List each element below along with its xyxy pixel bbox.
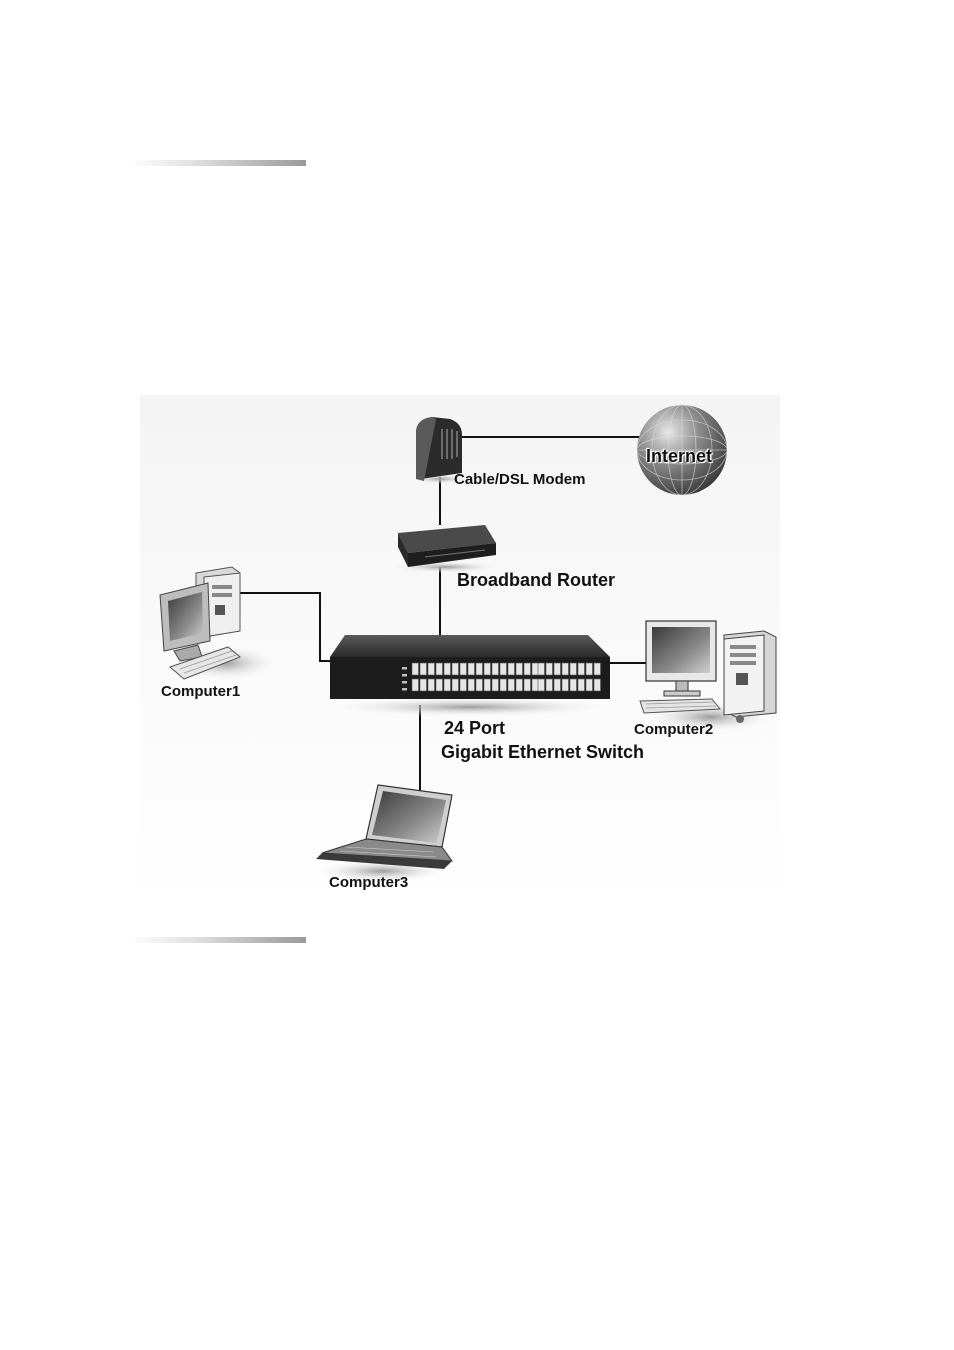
switch-port (586, 679, 593, 691)
switch-port (476, 663, 483, 675)
label-computer1: Computer1 (161, 683, 240, 700)
switch-port (570, 663, 577, 675)
switch-port (578, 679, 585, 691)
switch-port (594, 663, 601, 675)
switch-port (554, 663, 561, 675)
label-switch-line2: Gigabit Ethernet Switch (441, 742, 644, 763)
switch-port (428, 679, 435, 691)
label-switch-line1: 24 Port (444, 718, 505, 739)
switch-port (594, 679, 601, 691)
switch-port (578, 663, 585, 675)
label-modem: Cable/DSL Modem (454, 471, 585, 488)
switch-port (412, 663, 419, 675)
section-divider-top (128, 160, 306, 166)
switch-led (402, 681, 407, 684)
switch-port (468, 679, 475, 691)
switch-port (532, 679, 539, 691)
switch-port (444, 663, 451, 675)
switch-port (538, 663, 545, 675)
switch-port (562, 679, 569, 691)
label-computer3: Computer3 (329, 874, 408, 891)
switch-port (452, 663, 459, 675)
switch-port (562, 663, 569, 675)
switch-port (468, 663, 475, 675)
switch-led (402, 688, 407, 691)
switch-port (420, 663, 427, 675)
switch-port (570, 679, 577, 691)
switch-port (428, 663, 435, 675)
switch-port (586, 663, 593, 675)
switch-port (412, 679, 419, 691)
switch-port (538, 679, 545, 691)
switch-port (516, 679, 523, 691)
section-divider-bottom (128, 937, 306, 943)
switch-port (476, 679, 483, 691)
switch-port (524, 663, 531, 675)
computer2-icon (640, 621, 778, 733)
switch-port (516, 663, 523, 675)
switch-led (402, 674, 407, 677)
switch-port (546, 663, 553, 675)
network-diagram: Internet Cable/DSL Modem Broadband Route… (140, 395, 780, 905)
label-computer2: Computer2 (634, 721, 713, 738)
switch-port (444, 679, 451, 691)
switch-port (546, 679, 553, 691)
switch-port (508, 663, 515, 675)
switch-led (402, 667, 407, 670)
switch-port (492, 679, 499, 691)
switch-port (436, 679, 443, 691)
switch-port (500, 663, 507, 675)
switch-port (460, 663, 467, 675)
label-internet: Internet (646, 446, 712, 467)
switch-port (460, 679, 467, 691)
switch-port (420, 679, 427, 691)
switch-port (532, 663, 539, 675)
switch-port (500, 679, 507, 691)
switch-port (508, 679, 515, 691)
switch-port (492, 663, 499, 675)
switch-port (524, 679, 531, 691)
switch-port (436, 663, 443, 675)
switch-port (484, 679, 491, 691)
label-router: Broadband Router (457, 570, 615, 591)
switch-port (554, 679, 561, 691)
switch-port (452, 679, 459, 691)
switch-icon (320, 635, 620, 717)
switch-port (484, 663, 491, 675)
